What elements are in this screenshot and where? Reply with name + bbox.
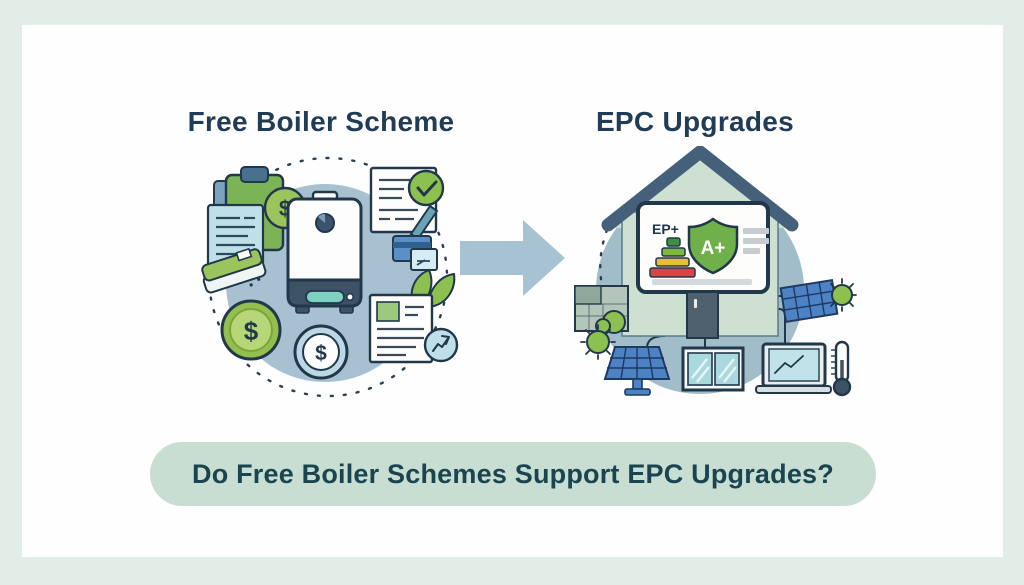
epc-scene-svg: EP+ A+	[574, 145, 857, 397]
question-banner: Do Free Boiler Schemes Support EPC Upgra…	[150, 442, 876, 506]
cash-group: $	[201, 247, 282, 361]
right-arrow-icon	[460, 220, 565, 296]
green-invoice-group	[368, 268, 459, 364]
coin-dollar-text: $	[244, 316, 259, 346]
double-window-icon	[681, 346, 745, 392]
site-plan-icon	[574, 285, 629, 334]
sun-icon	[586, 330, 610, 354]
note-icon	[410, 248, 438, 271]
question-text: Do Free Boiler Schemes Support EPC Upgra…	[192, 458, 834, 489]
credit-card-stripe	[393, 242, 431, 248]
left-section-title: Free Boiler Scheme	[187, 106, 455, 137]
sun-rays	[830, 278, 857, 312]
boiler-icon	[286, 190, 363, 314]
thermometer-icon	[831, 340, 852, 397]
check-mark-icon	[416, 180, 438, 197]
note-scribble	[416, 259, 430, 266]
monitor-stand	[686, 291, 719, 339]
sun-icon	[831, 284, 853, 306]
boiler-dial-needle	[318, 213, 325, 223]
epc-monitor-icon: EP+ A+	[636, 201, 770, 339]
dollar-token-inner	[302, 333, 340, 371]
transition-arrow	[460, 220, 565, 296]
epc-label-text: EP+	[652, 221, 679, 237]
monitor-text-lines	[743, 228, 769, 254]
roof-solar-panel-icon	[779, 278, 857, 324]
boiler-scene-svg: $	[201, 156, 459, 398]
glass-highlights	[691, 358, 737, 383]
right-section-title: EPC Upgrades	[595, 106, 795, 137]
energy-rating-bars-icon	[649, 237, 696, 278]
arrow-svg	[460, 220, 565, 296]
chart-line	[774, 355, 804, 374]
check-circle-icon	[407, 169, 445, 207]
trend-line-icon	[432, 335, 450, 352]
boiler-control-pill	[305, 290, 345, 304]
shield-grade-text: A+	[701, 238, 726, 259]
grade-shield-icon	[687, 217, 739, 275]
token-dollar-text: $	[315, 342, 327, 365]
cash-card-icon	[201, 247, 267, 294]
ground-solar-panel-icon	[580, 324, 671, 396]
approved-contract-group	[369, 166, 445, 245]
invoice-lines	[377, 305, 424, 357]
document-lines	[216, 216, 255, 256]
stand-highlight	[694, 299, 697, 308]
thermometer-ticks	[831, 349, 835, 375]
epc-upgrades-illustration: EP+ A+	[555, 145, 860, 414]
monitor-bottom-line	[652, 279, 752, 285]
free-boiler-illustration: $	[178, 148, 468, 413]
dollar-token-group: $	[293, 324, 349, 380]
thermometer-bulb	[832, 377, 852, 397]
boiler-body	[286, 197, 363, 289]
boiler-control-led	[346, 293, 354, 301]
dollar-coin-inner	[229, 308, 273, 352]
invoice-photo-block	[376, 301, 400, 322]
payment-group	[392, 235, 438, 271]
roof-icon	[601, 145, 799, 232]
sun-rays	[580, 324, 616, 360]
clipboard-clip-icon	[240, 166, 269, 183]
laptop-chart-icon	[755, 342, 832, 394]
